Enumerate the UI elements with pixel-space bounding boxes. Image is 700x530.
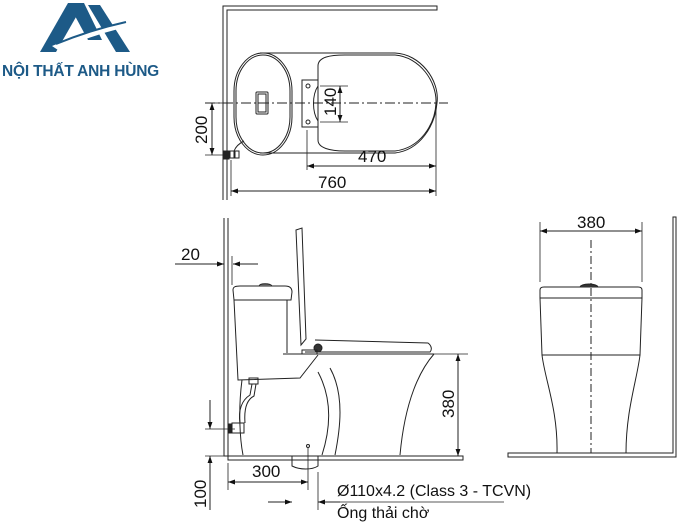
brand-name: NỘI THẤT ANH HÙNG — [2, 63, 160, 80]
side-view — [175, 218, 504, 510]
dim-760: 760 — [318, 173, 346, 192]
dim-470: 470 — [358, 147, 386, 166]
dim-300: 300 — [252, 462, 280, 481]
dim-20: 20 — [181, 245, 200, 264]
logo-mark-icon — [40, 3, 130, 52]
dim-100: 100 — [191, 480, 210, 508]
dim-140: 140 — [321, 88, 340, 116]
dim-380-height: 380 — [439, 390, 458, 418]
front-view — [507, 216, 677, 458]
brand-logo: NỘI THẤT ANH HÙNG — [0, 0, 180, 90]
pipe-spec-label: Ø110x4.2 (Class 3 - TCVN) — [337, 483, 532, 500]
top-view — [205, 5, 448, 200]
dim-200: 200 — [192, 116, 211, 144]
dim-380-width: 380 — [577, 213, 605, 232]
pipe-name-label: Ống thải chờ — [337, 505, 430, 522]
